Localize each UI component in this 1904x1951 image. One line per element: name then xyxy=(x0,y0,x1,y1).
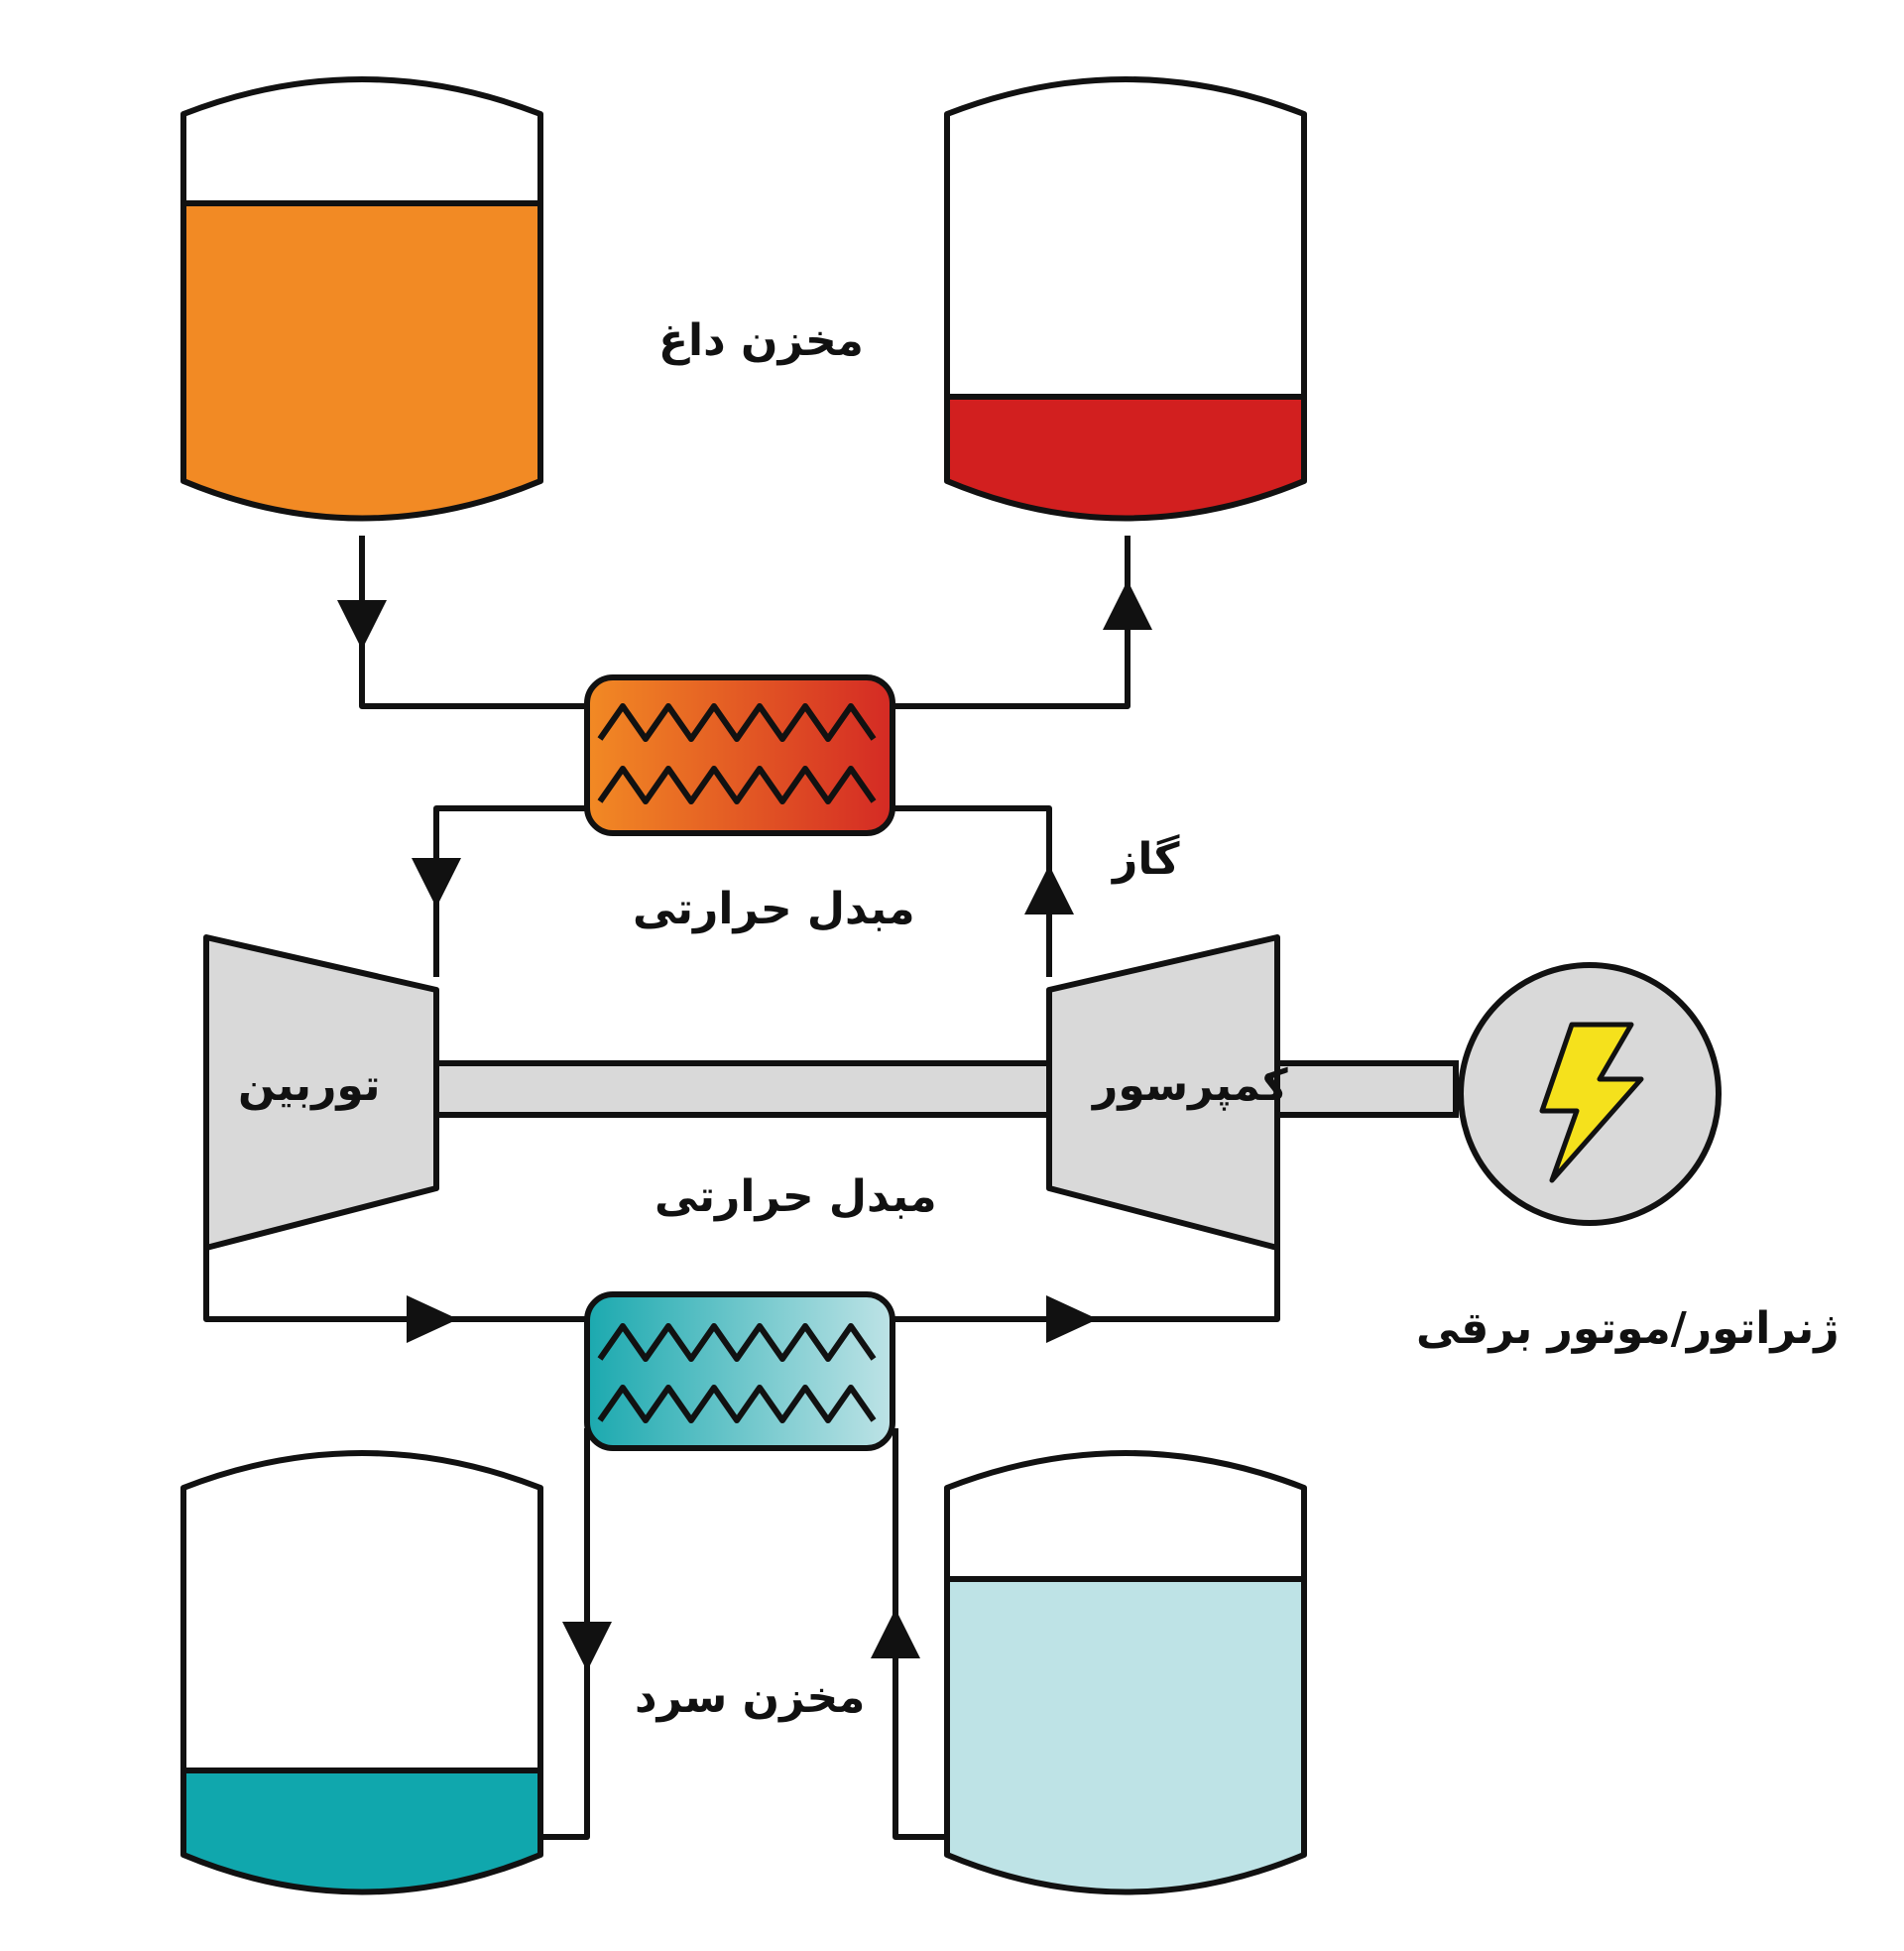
zigzag-coil-icon xyxy=(597,703,877,742)
gas-loop-upper-piping xyxy=(412,805,1074,977)
arrow-up-icon xyxy=(1024,865,1074,915)
hot-loop-piping xyxy=(337,536,1152,709)
hot-storage-tank-left xyxy=(180,76,543,522)
cold-tank-left-fluid xyxy=(183,1770,540,1892)
turbine-label: توربین xyxy=(238,1060,381,1111)
arrow-right-icon xyxy=(407,1295,458,1343)
arrow-right-icon xyxy=(1046,1295,1098,1343)
arrow-down-icon xyxy=(412,858,461,908)
generator-motor xyxy=(1458,962,1722,1226)
cold-storage-tank-left xyxy=(180,1450,543,1895)
hot-tank-left-fluid xyxy=(183,203,540,519)
hot-tank-right-fluid xyxy=(947,397,1304,519)
arrow-down-icon xyxy=(337,600,387,650)
gas-label: گاز xyxy=(1113,834,1180,885)
heat-exchanger-bottom-label: مبدل حرارتی xyxy=(654,1171,937,1222)
turbine xyxy=(203,934,439,1251)
hot-storage-label: مخزن داغ xyxy=(658,315,864,366)
heat-exchanger-top xyxy=(584,674,895,836)
compressor-label: کمپرسور xyxy=(1093,1060,1288,1111)
cold-loop-piping xyxy=(540,1428,947,1840)
generator-shaft xyxy=(1274,1060,1459,1118)
heat-exchanger-top-label: مبدل حرارتی xyxy=(633,884,915,934)
hot-storage-tank-right xyxy=(944,76,1307,522)
main-shaft xyxy=(433,1060,1054,1118)
zigzag-coil-icon xyxy=(597,1323,877,1362)
arrow-down-icon xyxy=(562,1622,612,1671)
gas-loop-lower-piping xyxy=(203,1248,1280,1343)
cold-storage-tank-right xyxy=(944,1450,1307,1895)
arrow-up-icon xyxy=(1103,580,1152,630)
heat-exchanger-bottom xyxy=(584,1291,895,1451)
generator-motor-label: ژنراتور/موتور برقی xyxy=(1416,1303,1840,1354)
cold-storage-label: مخزن سرد xyxy=(635,1672,866,1723)
lightning-bolt-icon xyxy=(1539,1022,1644,1183)
arrow-up-icon xyxy=(871,1609,920,1658)
cold-tank-right-fluid xyxy=(947,1579,1304,1892)
